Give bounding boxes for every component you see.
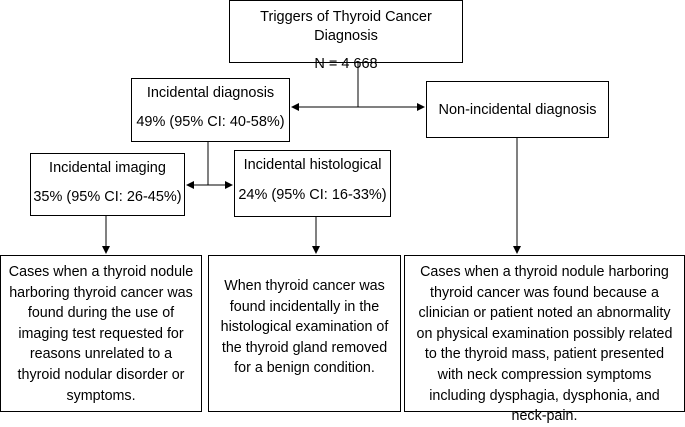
incidental-imaging-box: Incidental imaging 35% (95% CI: 26-45%) — [30, 153, 185, 216]
non-incidental-title: Non-incidental diagnosis — [438, 102, 597, 118]
imaging-title: Incidental imaging — [49, 160, 166, 176]
non-incidental-description-text: Cases when a thyroid nodule harboring th… — [416, 264, 673, 425]
imaging-value: 35% (95% CI: 26-45%) — [33, 189, 182, 205]
root-title: Triggers of Thyroid Cancer Diagnosis — [260, 9, 432, 44]
root-subtitle: N = 4 668 — [314, 56, 378, 72]
histological-value: 24% (95% CI: 16-33%) — [238, 187, 387, 203]
histological-description-box: When thyroid cancer was found incidental… — [208, 255, 401, 412]
incidental-histological-box: Incidental histological 24% (95% CI: 16-… — [234, 150, 391, 217]
histological-description-text: When thyroid cancer was found incidental… — [220, 278, 389, 377]
non-incidental-diagnosis-box: Non-incidental diagnosis — [426, 81, 609, 138]
incidental-value: 49% (95% CI: 40-58%) — [136, 114, 285, 130]
non-incidental-description-box: Cases when a thyroid nodule harboring th… — [404, 255, 685, 424]
histological-title: Incidental histological — [243, 157, 382, 173]
imaging-description-box: Cases when a thyroid nodule harboring th… — [0, 255, 202, 412]
connector-lines — [102, 63, 521, 254]
incidental-diagnosis-box: Incidental diagnosis 49% (95% CI: 40-58%… — [131, 78, 290, 142]
root-box: Triggers of Thyroid Cancer Diagnosis N =… — [229, 0, 463, 72]
imaging-description-text: Cases when a thyroid nodule harboring th… — [8, 264, 194, 404]
incidental-title: Incidental diagnosis — [146, 85, 275, 101]
